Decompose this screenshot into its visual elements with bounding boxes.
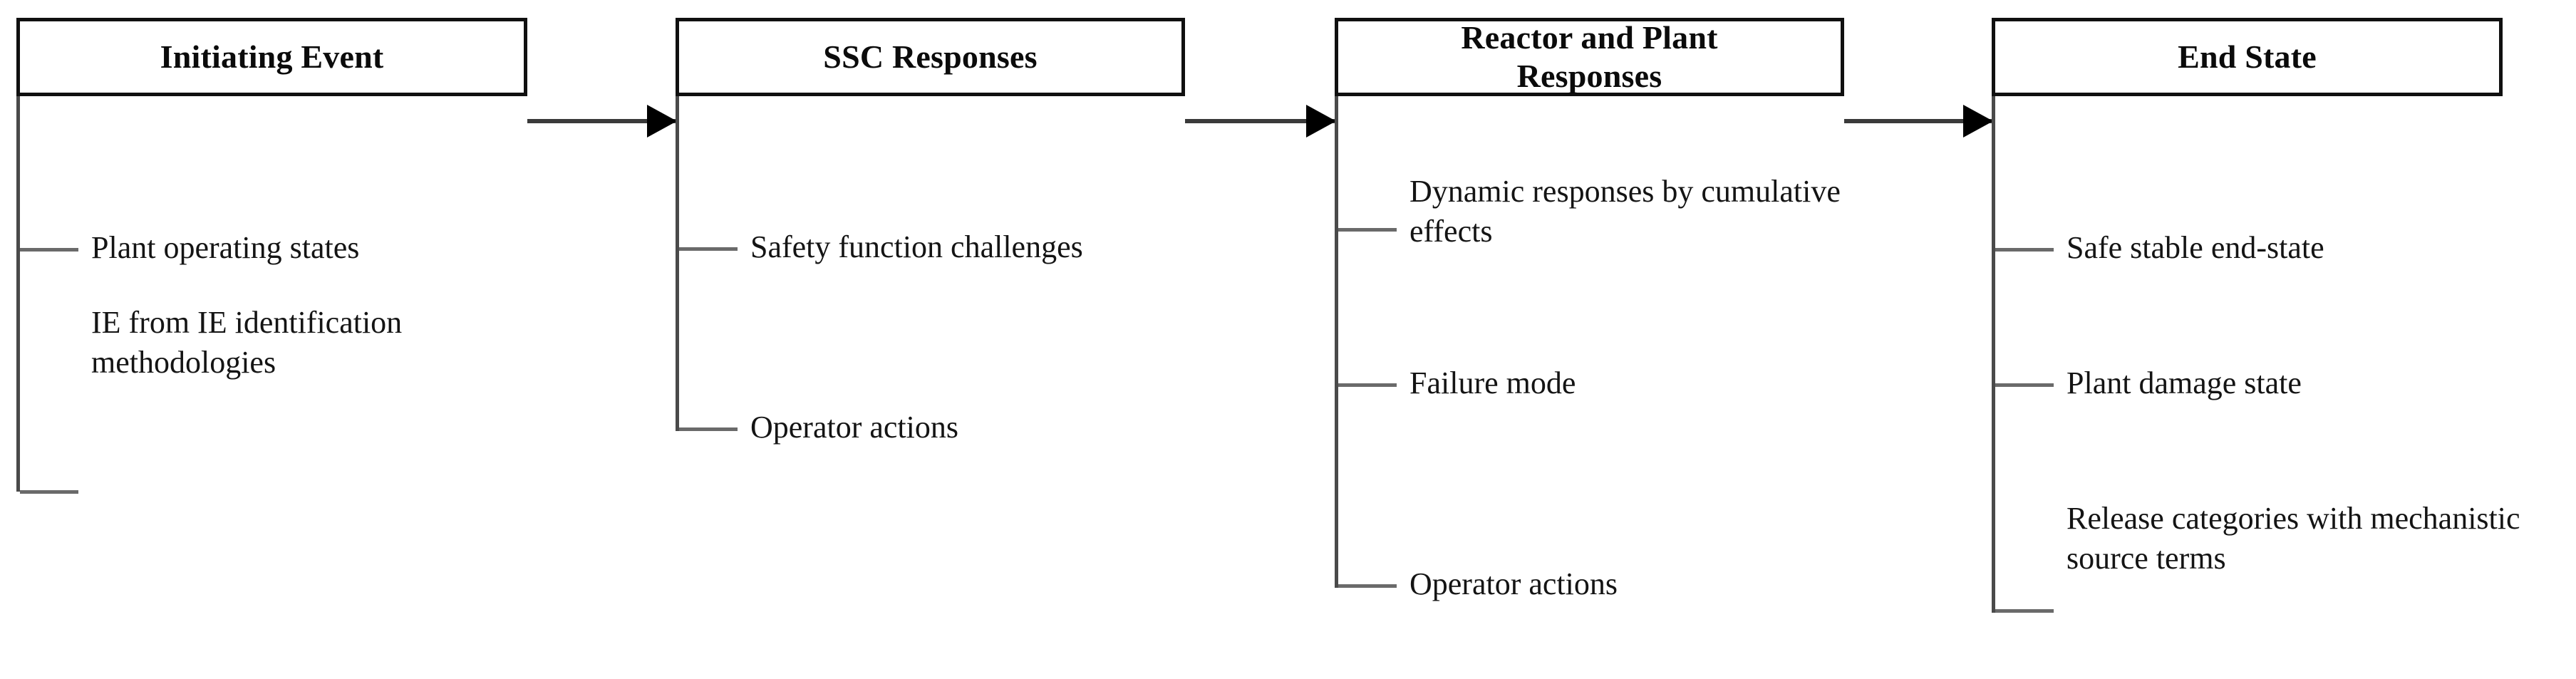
list-item: Safety function challenges: [750, 229, 1083, 264]
stage-box-end-state[interactable]: End State: [1992, 18, 2503, 96]
bracket-branch: [679, 247, 738, 251]
bracket-trunk: [1992, 96, 1995, 613]
list-item: Plant damage state: [2067, 366, 2302, 400]
bracket-branch: [1995, 609, 2054, 613]
stage-title-initiating-event: Initiating Event: [160, 38, 384, 75]
arrow-head-icon: [1306, 105, 1336, 138]
arrow-shaft: [1185, 119, 1335, 123]
arrow-shaft: [1844, 119, 1992, 123]
list-item: Operator actions: [750, 410, 958, 445]
bracket-tree-initiating-event: Plant operating states IE from IE identi…: [16, 96, 515, 495]
bracket-tree-reactor-and-plant-responses: Dynamic responses by cumulative effects …: [1335, 96, 1876, 601]
arrow-shaft: [527, 119, 676, 123]
stage-box-reactor-and-plant-responses[interactable]: Reactor and Plant Responses: [1335, 18, 1844, 96]
stage-title-ssc-responses: SSC Responses: [823, 38, 1038, 75]
bracket-trunk: [16, 96, 20, 492]
bracket-branch: [20, 490, 78, 494]
stage-box-ssc-responses[interactable]: SSC Responses: [676, 18, 1185, 96]
bracket-tree-ssc-responses: Safety function challenges Operator acti…: [676, 96, 1217, 445]
stage-title-end-state: End State: [2178, 38, 2317, 75]
list-item: Operator actions: [1409, 566, 1618, 601]
stage-box-initiating-event[interactable]: Initiating Event: [16, 18, 527, 96]
arrow-head-icon: [647, 105, 677, 138]
bracket-branch: [1338, 228, 1397, 232]
arrow-head-icon: [1963, 105, 1993, 138]
list-item: Safe stable end-state: [2067, 230, 2324, 265]
arrow-ssc-responses-to-reactor-and-plant-responses: [1185, 105, 1336, 138]
arrow-reactor-and-plant-responses-to-end-state: [1844, 105, 1993, 138]
bracket-branch: [1338, 383, 1397, 387]
bracket-trunk: [1335, 96, 1338, 588]
bracket-branch: [20, 248, 78, 252]
list-item: Release categories with mechanistic sour…: [2067, 501, 2520, 576]
stage-title-reactor-and-plant-responses: Reactor and Plant Responses: [1461, 19, 1718, 94]
list-item: Failure mode: [1409, 366, 1576, 400]
bracket-tree-end-state: Safe stable end-state Plant damage state…: [1992, 96, 2562, 616]
bracket-branch: [679, 427, 738, 431]
bracket-branch: [1995, 248, 2054, 252]
bracket-branch: [1995, 383, 2054, 387]
arrow-initiating-event-to-ssc-responses: [527, 105, 677, 138]
list-item: Plant operating states: [91, 230, 360, 265]
list-item: IE from IE identification methodologies: [91, 305, 403, 380]
bracket-trunk: [676, 96, 679, 431]
bracket-branch: [1338, 584, 1397, 588]
list-item: Dynamic responses by cumulative effects: [1409, 174, 1841, 249]
